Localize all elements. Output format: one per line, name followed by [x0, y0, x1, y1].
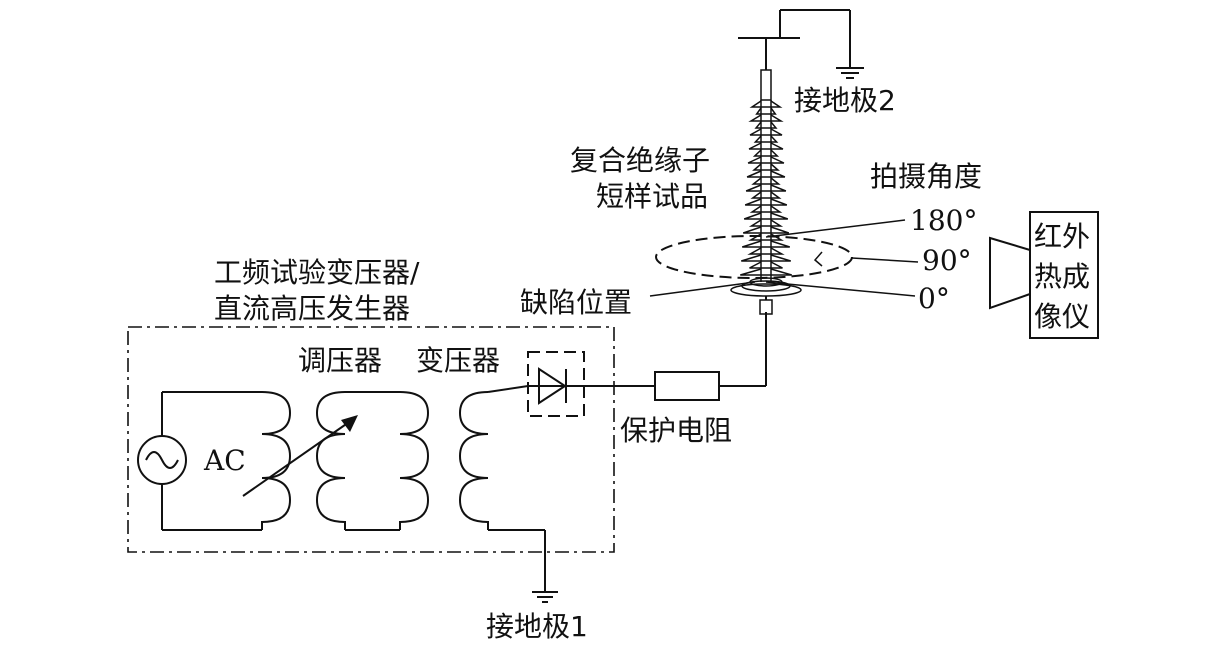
shoot-angle-label: 拍摄角度	[870, 160, 982, 193]
insulator-specimen	[730, 38, 802, 315]
insulator-shed	[747, 156, 785, 164]
leader-180	[765, 219, 906, 238]
insulator-shed	[749, 100, 783, 108]
leader-defect	[649, 281, 756, 297]
regulator-coil-right	[399, 391, 430, 530]
resistor-label: 保护电阻	[620, 414, 732, 447]
insulator-shed	[752, 163, 780, 171]
insulator-shed	[748, 142, 784, 150]
specimen-label-line1: 复合绝缘子	[570, 144, 710, 177]
insulator-shed	[741, 254, 791, 262]
insulator-shed	[754, 121, 778, 129]
transformer-label: 变压器	[416, 344, 500, 377]
insulator-shed	[742, 240, 790, 248]
defect-position-label: 缺陷位置	[520, 286, 632, 319]
regulator-coil-left	[261, 391, 292, 530]
insulator-shed	[745, 184, 787, 192]
insulator-shed	[753, 135, 779, 143]
angle-0-label: 0°	[918, 282, 950, 315]
regulator-arrow	[242, 415, 358, 497]
regulator-label: 调压器	[298, 344, 382, 377]
transformer-label-line2: 直流高压发生器	[214, 292, 410, 325]
protection-resistor	[654, 371, 720, 401]
angle-180-label: 180°	[910, 204, 977, 237]
insulator-shed	[752, 149, 780, 157]
camera-label-line1: 红外	[1034, 220, 1090, 253]
insulator-shed	[740, 268, 792, 276]
rectifier-diode	[527, 351, 585, 417]
insulator-shed	[746, 170, 786, 178]
leader-0	[765, 281, 916, 297]
regulator-coil-mid	[315, 391, 346, 530]
camera-label-line2: 热成	[1034, 260, 1090, 293]
insulator-shed	[749, 205, 783, 213]
test-equipment-enclosure	[127, 326, 615, 553]
ground2-label: 接地极2	[794, 84, 896, 117]
insulator-shed	[743, 212, 789, 220]
insulator-shed	[742, 226, 790, 234]
specimen-label-line2: 短样试品	[596, 180, 708, 213]
leader-90	[851, 257, 919, 263]
shooting-angle-ellipse	[655, 235, 853, 279]
ac-source	[137, 391, 262, 531]
ground1-label: 接地极1	[486, 610, 588, 643]
ground-electrode-2	[738, 9, 864, 79]
insulator-shed	[748, 219, 784, 227]
transformer-label-line1: 工频试验变压器/	[214, 256, 420, 289]
insulator-shed	[755, 107, 777, 115]
ground-symbol-1	[532, 591, 558, 603]
insulator-shed	[749, 261, 783, 269]
insulator-shed	[748, 114, 784, 122]
camera-label-line3: 像仪	[1034, 300, 1090, 333]
insulator-shed	[750, 191, 782, 199]
angle-90-label: 90°	[922, 244, 972, 277]
insulator-shed	[744, 198, 788, 206]
insulator-shed	[749, 128, 783, 136]
insulator-shed	[751, 177, 781, 185]
ac-label: AC	[203, 444, 246, 477]
insulator-shed	[747, 247, 785, 255]
infrared-camera-icon	[989, 211, 1099, 339]
transformer-coil	[458, 391, 489, 530]
